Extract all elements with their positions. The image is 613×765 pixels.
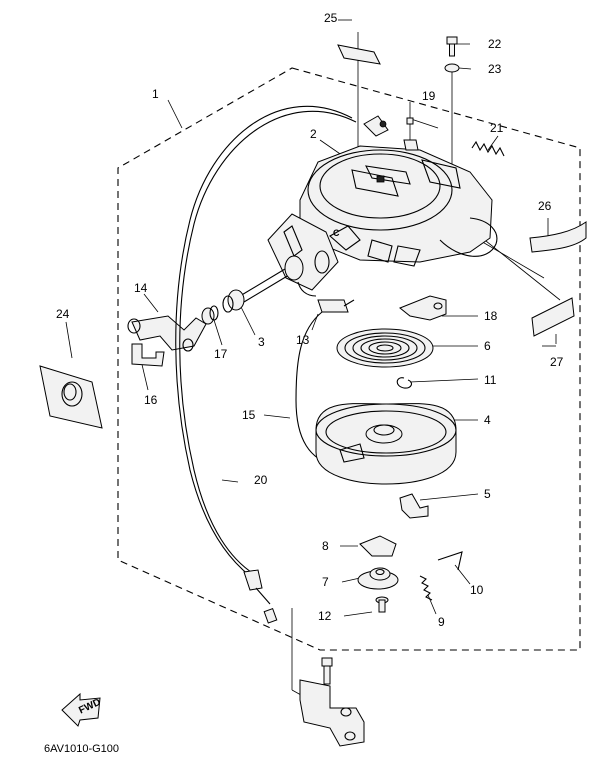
part-4-pulley — [315, 403, 457, 485]
cable-20-top-link — [363, 115, 389, 137]
callout-19: 19 — [422, 89, 436, 103]
part-5-drive-pawl — [399, 493, 429, 519]
callout-2: 2 — [310, 127, 317, 141]
cable-20-outer — [179, 110, 357, 575]
callout-9: 9 — [438, 615, 445, 629]
callout-ticks — [338, 19, 556, 347]
callout-24: 24 — [56, 307, 70, 321]
part-18-pawl — [399, 295, 447, 321]
part-23-washer — [444, 63, 460, 73]
callout-12: 12 — [318, 609, 332, 623]
part-10-wire — [437, 551, 463, 571]
fwd-arrow-icon: FWD — [61, 692, 103, 727]
part-19-pin — [403, 117, 419, 151]
callout-17: 17 — [214, 347, 228, 361]
callout-14: 14 — [134, 281, 148, 295]
callout-25: 25 — [324, 11, 338, 25]
part-13-cable-fitting — [297, 281, 355, 313]
callout-3: 3 — [258, 335, 265, 349]
part-2-starter-housing — [299, 145, 498, 267]
part-16-clip — [131, 343, 165, 367]
part-6-spiral-spring — [336, 328, 434, 368]
callout-10: 10 — [470, 583, 484, 597]
callout-13: 13 — [296, 333, 310, 347]
lower-bracket — [299, 657, 365, 747]
part-26-label — [529, 221, 587, 253]
callout-26: 26 — [538, 199, 552, 213]
part-25-label-sticker — [337, 44, 381, 65]
part-11-circlip — [396, 377, 413, 389]
callout-4: 4 — [484, 413, 491, 427]
callout-7: 7 — [322, 575, 329, 589]
part-24-seal-plate — [39, 365, 103, 429]
callout-18: 18 — [484, 309, 498, 323]
callout-8: 8 — [322, 539, 329, 553]
callout-15: 15 — [242, 408, 256, 422]
callout-5: 5 — [484, 487, 491, 501]
callout-6: 6 — [484, 339, 491, 353]
assembly-1-boundary — [117, 67, 581, 651]
part-20-cable — [175, 105, 353, 577]
callout-11: 11 — [484, 373, 497, 387]
housing-letter: C — [333, 228, 340, 238]
cable-20-end-fitting — [243, 569, 278, 624]
part-9-spring — [419, 575, 433, 601]
callout-labels: 1 2 3 4 5 6 7 8 9 10 11 12 13 14 15 16 1… — [56, 11, 564, 629]
part-15-cable — [295, 311, 337, 467]
part-22-bolt — [446, 36, 458, 57]
part-12-screw — [375, 596, 389, 613]
part-17-grommet — [201, 305, 219, 325]
part-21-spring — [471, 140, 505, 157]
callout-20: 20 — [254, 473, 268, 487]
callout-23: 23 — [488, 62, 502, 76]
callout-22: 22 — [488, 37, 502, 51]
callout-16: 16 — [144, 393, 158, 407]
part-27-label — [531, 297, 575, 337]
figure-code: 6AV1010-G100 — [44, 743, 119, 755]
part-8-plate — [359, 535, 397, 557]
part-7-cam — [357, 567, 399, 590]
callout-27: 27 — [550, 355, 564, 369]
callout-1: 1 — [152, 87, 159, 101]
part-3-handle-shaft — [222, 255, 304, 313]
callout-21: 21 — [490, 121, 504, 135]
